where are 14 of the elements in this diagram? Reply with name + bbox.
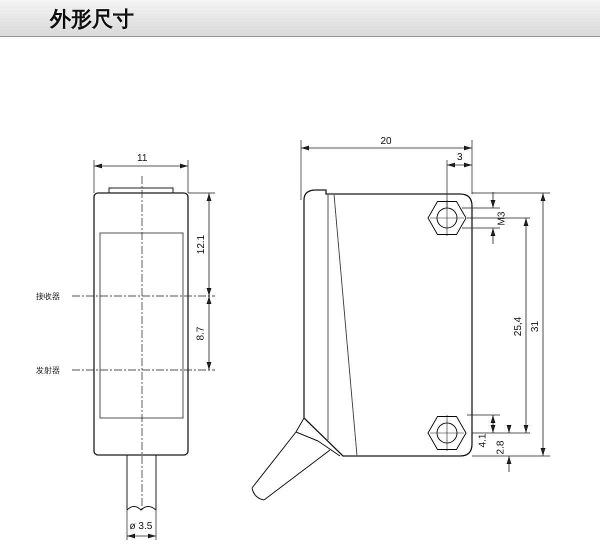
part-label: 接收器 bbox=[36, 290, 60, 302]
dimension-value: 8.7 bbox=[195, 326, 206, 340]
part-label: 发射器 bbox=[36, 364, 60, 376]
page-title: 外形尺寸 bbox=[50, 6, 134, 33]
dimension-value: 20 bbox=[380, 136, 392, 146]
dimension-value: 3 bbox=[457, 152, 463, 162]
dimension-value: ø 3.5 bbox=[130, 520, 152, 532]
thread-size-label: M3 bbox=[496, 211, 508, 225]
dimension-value: 31 bbox=[530, 320, 541, 332]
dimension-value: 25,4 bbox=[512, 316, 524, 336]
dimension-value: 2.8 bbox=[495, 440, 506, 454]
dimension-value: 12.1 bbox=[196, 234, 207, 254]
dimension-value: 4.1 bbox=[477, 433, 488, 447]
dimension-value: 11 bbox=[137, 152, 148, 164]
